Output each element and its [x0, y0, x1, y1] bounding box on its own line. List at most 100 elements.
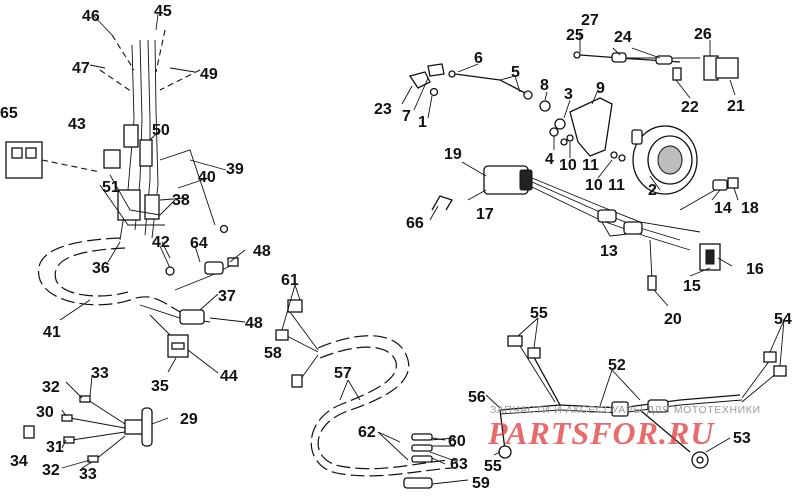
callout-56: 56	[468, 389, 486, 406]
connector-37	[179, 309, 205, 325]
callout-65: 65	[0, 105, 18, 122]
callout-55a: 55	[530, 305, 548, 322]
connector-59	[403, 477, 433, 489]
callout-39: 39	[226, 161, 244, 178]
callout-58: 58	[264, 345, 282, 362]
washer-11	[560, 138, 568, 146]
callout-54: 54	[774, 311, 792, 328]
callout-33a: 33	[91, 365, 109, 382]
plug-20	[647, 275, 657, 291]
terminal-54a	[763, 351, 777, 363]
callout-42: 42	[152, 234, 170, 251]
connector-61b	[275, 329, 289, 341]
harness-connector-d	[117, 189, 141, 221]
sleeve-22	[672, 67, 682, 81]
harness-connector-b	[139, 139, 153, 167]
main-engine-harness	[5, 29, 239, 358]
nut-4	[549, 127, 559, 137]
clip-66	[431, 195, 453, 211]
callout-5: 5	[511, 64, 520, 81]
washer-10	[566, 134, 574, 142]
terminal-55a	[507, 335, 523, 347]
callout-29: 29	[180, 411, 198, 428]
callout-48a: 48	[253, 243, 271, 260]
callout-18: 18	[741, 200, 759, 217]
callout-34: 34	[10, 453, 28, 470]
callout-22: 22	[681, 99, 699, 116]
extension-harness	[275, 299, 459, 489]
terminal-58	[291, 374, 303, 388]
callout-47: 47	[72, 60, 90, 77]
callout-26: 26	[694, 26, 712, 43]
callout-35: 35	[151, 378, 169, 395]
switch-body	[124, 419, 144, 435]
callout-57: 57	[334, 365, 352, 382]
callout-24: 24	[614, 29, 632, 46]
callout-55b: 55	[484, 458, 502, 475]
callout-11a: 11	[582, 157, 599, 174]
harness-connector-e	[144, 194, 160, 220]
harness-connector-a	[123, 124, 139, 148]
callout-51: 51	[102, 179, 120, 196]
callout-10b: 10	[585, 177, 603, 194]
callout-49: 49	[200, 66, 218, 83]
callout-43: 43	[68, 116, 86, 133]
callout-61: 61	[281, 272, 299, 289]
callout-13: 13	[600, 243, 618, 260]
key-switch-assembly	[23, 395, 153, 463]
callout-21: 21	[727, 98, 745, 115]
callout-3: 3	[564, 86, 573, 103]
connector-14	[712, 179, 728, 191]
terminal-34	[23, 425, 35, 439]
callout-46: 46	[82, 8, 100, 25]
callout-62: 62	[358, 424, 376, 441]
sender-21	[715, 57, 739, 79]
bullet-connector-64	[204, 261, 224, 275]
callout-40: 40	[198, 169, 216, 186]
callout-59: 59	[472, 475, 490, 492]
callout-19: 19	[444, 146, 462, 163]
clip-7	[427, 63, 445, 77]
watermark-text: ЗАПЧАСТИ И АКСЕССУАРЫ ДЛЯ МОТОТЕХНИКИ	[490, 404, 761, 416]
callout-36: 36	[92, 260, 110, 277]
callout-17: 17	[476, 206, 494, 223]
callout-44: 44	[220, 368, 238, 385]
callout-60: 60	[448, 433, 466, 450]
harness-connector-c	[103, 149, 121, 169]
callout-53: 53	[733, 430, 751, 447]
screw-1	[429, 87, 439, 97]
callout-1: 1	[418, 114, 427, 131]
leader-lines	[59, 13, 785, 485]
callout-15: 15	[683, 278, 701, 295]
callout-63: 63	[450, 456, 468, 473]
callout-31: 31	[46, 439, 64, 456]
ring-terminal-42	[165, 266, 175, 276]
callout-20: 20	[664, 311, 682, 328]
callout-8: 8	[540, 77, 549, 94]
callout-11b: 11	[608, 177, 625, 194]
callout-7: 7	[402, 108, 411, 125]
callout-10a: 10	[559, 157, 577, 174]
callout-50: 50	[152, 122, 170, 139]
callout-32a: 32	[42, 379, 60, 396]
clamp-3	[554, 118, 566, 130]
ring-terminal-40	[219, 224, 229, 234]
mounting-bracket-9	[569, 97, 613, 157]
cable-end-25	[573, 51, 581, 59]
callout-41: 41	[43, 324, 61, 341]
callout-48b: 48	[245, 315, 263, 332]
long-harness-52	[498, 335, 787, 469]
callout-14: 14	[714, 200, 732, 217]
switch-bezel-29	[141, 407, 153, 447]
callout-6: 6	[474, 50, 483, 67]
callout-23: 23	[374, 101, 392, 118]
callout-32b: 32	[42, 462, 60, 479]
callout-16: 16	[746, 261, 764, 278]
callout-9: 9	[596, 80, 605, 97]
terminal-55b	[527, 347, 541, 359]
callout-labels: 1 2 3 4 5 6 7 8 9 10 10 11 11 13 14 15 1…	[0, 3, 792, 492]
callout-45: 45	[154, 3, 172, 20]
gauge-assembly	[408, 51, 739, 291]
callout-25: 25	[566, 27, 584, 44]
